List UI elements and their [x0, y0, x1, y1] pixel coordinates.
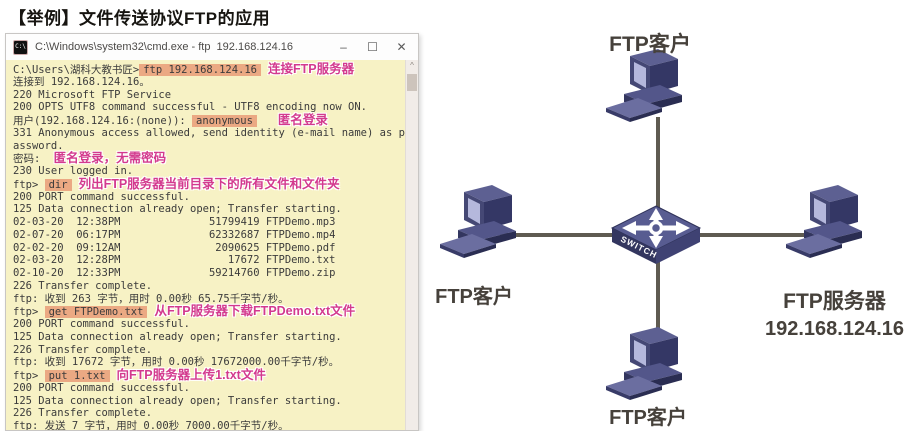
terminal-line: ftp: 发送 7 字节，用时 0.00秒 7000.00千字节/秒。: [13, 420, 418, 430]
terminal-line: assword.: [13, 140, 418, 153]
terminal-text: 密码:: [13, 153, 47, 166]
switch-icon: SWITCH: [610, 205, 702, 264]
terminal-text: 02-03-20 12:38PM 51799419 FTPDemo.mp3: [13, 216, 336, 228]
terminal-line: 02-10-20 12:33PM 59214760 FTPDemo.zip: [13, 267, 418, 280]
terminal-text: 02-10-20 12:33PM 59214760 FTPDemo.zip: [13, 267, 336, 279]
terminal-line: 331 Anonymous access allowed, send ident…: [13, 127, 418, 140]
highlighted-command: dir: [44, 178, 72, 191]
terminal-text: 331 Anonymous access allowed, send ident…: [13, 126, 405, 139]
highlighted-command: put 1.txt: [44, 370, 110, 382]
terminal-text: 200 PORT command successful.: [13, 381, 191, 394]
window-title: C:\Windows\system32\cmd.exe - ftp 192.16…: [35, 41, 294, 53]
minimize-button[interactable]: –: [340, 40, 347, 54]
terminal-text: 用户(192.168.124.16:(none)):: [13, 115, 193, 127]
node-label-ftp-client-top: FTP客户: [609, 33, 691, 56]
terminal-text: 连接到 192.168.124.16。: [13, 75, 150, 88]
annotation-text: 向FTP服务器上传1.txt文件: [116, 368, 266, 382]
terminal-text: 226 Transfer complete.: [13, 407, 153, 420]
terminal-line: 220 Microsoft FTP Service: [13, 89, 418, 102]
annotation-text: 列出FTP服务器当前目录下的所有文件和文件夹: [78, 176, 340, 191]
terminal-line: 125 Data connection already open; Transf…: [13, 395, 418, 408]
terminal-line: 02-07-20 06:17PM 62332687 FTPDemo.mp4: [13, 229, 418, 242]
terminal-text: 226 Transfer complete.: [13, 343, 153, 356]
terminal-text: assword.: [13, 139, 64, 152]
terminal-text: 200 PORT command successful.: [13, 318, 191, 330]
terminal-output[interactable]: C:\Users\湖科大教书匠>ftp 192.168.124.16 连接FTP服…: [6, 60, 418, 430]
annotation-text: 匿名登录: [263, 113, 328, 127]
terminal-text: 200 PORT command successful.: [13, 190, 191, 203]
terminal-text: ftp>: [13, 306, 45, 319]
annotation-text: 从FTP服务器下载FTPDemo.txt文件: [154, 304, 356, 319]
terminal-text: 125 Data connection already open; Transf…: [13, 203, 342, 216]
maximize-button[interactable]: ☐: [367, 40, 378, 54]
network-link-top: [656, 117, 660, 235]
node-label-ftp-client-left: FTP客户: [435, 286, 513, 308]
terminal-text: ftp: 收到 17672 字节，用时 0.00秒 17672000.00千字节…: [13, 356, 340, 369]
terminal-line: 200 PORT command successful.: [13, 382, 418, 395]
close-button[interactable]: ✕: [396, 40, 407, 54]
terminal-text: ftp: 收到 263 字节，用时 0.00秒 65.75千字节/秒。: [13, 292, 289, 305]
highlighted-command: get FTPDemo.txt: [44, 306, 148, 319]
window-title-bar[interactable]: C:\ C:\Windows\system32\cmd.exe - ftp 19…: [6, 34, 418, 60]
terminal-line: 200 OPTS UTF8 command successful - UTF8 …: [13, 101, 418, 114]
node-label-ftp-client-bottom: FTP客户: [609, 407, 687, 429]
scrollbar-up-arrow-icon[interactable]: ^: [410, 61, 414, 70]
terminal-text: 200 OPTS UTF8 command successful - UTF8 …: [13, 101, 368, 114]
terminal-text: 226 Transfer complete.: [13, 279, 153, 292]
terminal-line: 230 User logged in.: [13, 165, 418, 178]
scrollbar-thumb[interactable]: [407, 74, 417, 91]
cmd-window: C:\ C:\Windows\system32\cmd.exe - ftp 19…: [5, 33, 419, 431]
terminal-text: ftp: 发送 7 字节，用时 0.00秒 7000.00千字节/秒。: [13, 420, 289, 430]
terminal-line: 226 Transfer complete.: [13, 344, 418, 357]
terminal-line: 226 Transfer complete.: [13, 280, 418, 293]
terminal-text: 125 Data connection already open; Transf…: [13, 394, 342, 407]
terminal-line: 226 Transfer complete.: [13, 407, 418, 420]
terminal-line: C:\Users\湖科大教书匠>ftp 192.168.124.16 连接FTP服…: [13, 63, 418, 76]
terminal-line: ftp> get FTPDemo.txt 从FTP服务器下载FTPDemo.txt…: [13, 304, 418, 319]
terminal-text: 02-02-20 09:12AM 2090625 FTPDemo.pdf: [13, 241, 336, 254]
terminal-line: 200 PORT command successful.: [13, 318, 418, 331]
highlighted-command: ftp 192.168.124.16: [139, 64, 262, 76]
window-controls: – ☐ ✕: [329, 34, 416, 60]
server-ip: 192.168.124.16: [764, 318, 905, 340]
terminal-text: 230 User logged in.: [13, 165, 134, 177]
terminal-line: 连接到 192.168.124.16。: [13, 76, 418, 89]
network-link-bottom: [656, 237, 660, 341]
terminal-line: ftp: 收到 263 字节，用时 0.00秒 65.75千字节/秒。: [13, 293, 418, 306]
terminal-line: ftp> put 1.txt 向FTP服务器上传1.txt文件: [13, 369, 418, 382]
terminal-line: 125 Data connection already open; Transf…: [13, 203, 418, 216]
terminal-text: 220 Microsoft FTP Service: [13, 88, 172, 101]
cmd-icon: C:\: [13, 39, 28, 55]
terminal-line: 02-02-20 09:12AM 2090625 FTPDemo.pdf: [13, 242, 418, 255]
computer-icon: [606, 49, 682, 122]
terminal-line: ftp: 收到 17672 字节，用时 0.00秒 17672000.00千字节…: [13, 356, 418, 369]
terminal-text: 02-03-20 12:28PM 17672 FTPDemo.txt: [13, 254, 336, 267]
terminal-line: 02-03-20 12:28PM 17672 FTPDemo.txt: [13, 254, 418, 267]
terminal-text: ftp>: [13, 178, 45, 191]
server-label: FTP服务器: [783, 290, 886, 313]
computer-icon: [786, 185, 862, 258]
terminal-line: 200 PORT command successful.: [13, 191, 418, 204]
computer-icon: [440, 185, 516, 258]
annotation-text: 连接FTP服务器: [268, 62, 355, 76]
annotation-text: 匿名登录，无需密码: [53, 151, 167, 166]
terminal-text: C:\Users\湖科大教书匠>: [13, 64, 140, 76]
terminal-line: 用户(192.168.124.16:(none)): anonymous 匿名登…: [13, 114, 418, 127]
scrollbar[interactable]: ^: [405, 60, 418, 430]
terminal-line: 密码: 匿名登录，无需密码: [13, 152, 418, 165]
terminal-line: 125 Data connection already open; Transf…: [13, 331, 418, 344]
terminal-line: ftp> dir 列出FTP服务器当前目录下的所有文件和文件夹: [13, 176, 418, 191]
computer-icon: [606, 327, 682, 400]
page-title: 【举例】文件传送协议FTP的应用: [9, 9, 271, 28]
terminal-text: ftp>: [13, 370, 45, 382]
highlighted-command: anonymous: [192, 115, 257, 127]
terminal-text: 02-07-20 06:17PM 62332687 FTPDemo.mp4: [13, 228, 336, 241]
node-label-ftp-server: FTP服务器 192.168.124.16: [747, 285, 921, 341]
terminal-text: 125 Data connection already open; Transf…: [13, 330, 342, 343]
terminal-line: 02-03-20 12:38PM 51799419 FTPDemo.mp3: [13, 216, 418, 229]
